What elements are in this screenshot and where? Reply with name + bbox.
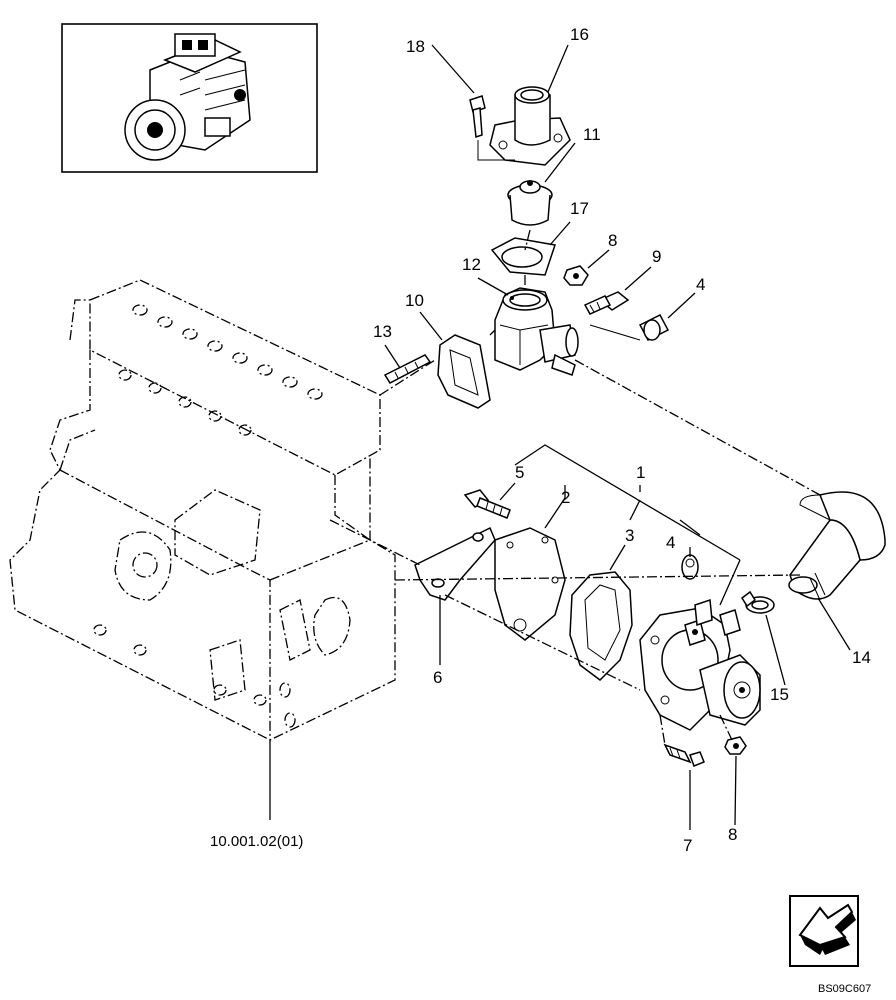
callout-11: 11 xyxy=(583,125,601,144)
callout-16: 16 xyxy=(570,25,589,44)
bolt-9 xyxy=(583,291,630,315)
bolt-18 xyxy=(469,95,515,161)
callout-5: 5 xyxy=(515,463,524,482)
leader-lines xyxy=(269,44,851,830)
callout-4-upper: 4 xyxy=(696,275,705,294)
image-code: BS09C607 xyxy=(818,983,871,995)
nut-8-lower xyxy=(724,736,747,755)
callout-1: 1 xyxy=(636,463,645,482)
water-pump-plate-2 xyxy=(494,527,566,641)
temperature-sender-4 xyxy=(589,314,670,341)
water-pump-gasket-3 xyxy=(569,571,633,681)
callout-18: 18 xyxy=(406,37,425,56)
callout-8-upper: 8 xyxy=(608,231,617,250)
callout-17: 17 xyxy=(570,199,589,218)
gasket-17 xyxy=(490,237,556,276)
sensor-4-lower xyxy=(681,554,699,580)
bolt-5 xyxy=(463,489,511,519)
bracket-6 xyxy=(414,526,496,601)
thermostat-cover xyxy=(489,86,571,166)
callout-10: 10 xyxy=(405,291,424,310)
nut-8-upper xyxy=(563,265,589,286)
water-pump xyxy=(639,598,761,731)
callout-13: 13 xyxy=(373,322,392,341)
callout-labels: 18 16 11 17 8 12 9 4 10 13 1 5 2 3 4 6 1… xyxy=(373,25,871,855)
bolt-7 xyxy=(663,743,705,767)
callout-2: 2 xyxy=(561,488,570,507)
engine-block xyxy=(9,279,396,741)
engine-inset-icon xyxy=(61,23,318,173)
callout-4-lower: 4 xyxy=(666,533,675,552)
thermostat xyxy=(507,180,553,226)
coolant-hose xyxy=(788,491,886,601)
hose-clamp-15 xyxy=(740,590,775,614)
callout-7: 7 xyxy=(683,836,692,855)
callout-15: 15 xyxy=(770,685,789,704)
callout-14: 14 xyxy=(852,648,871,667)
thermostat-housing xyxy=(494,287,579,376)
gasket-10 xyxy=(437,334,491,409)
navigation-arrow-icon[interactable] xyxy=(789,895,859,967)
callout-12: 12 xyxy=(462,255,481,274)
callout-9: 9 xyxy=(652,247,661,266)
callout-6: 6 xyxy=(433,668,442,687)
callout-8-lower: 8 xyxy=(728,825,737,844)
reference-label: 10.001.02(01) xyxy=(210,833,303,850)
callout-3: 3 xyxy=(625,526,634,545)
stud-13 xyxy=(383,354,432,384)
